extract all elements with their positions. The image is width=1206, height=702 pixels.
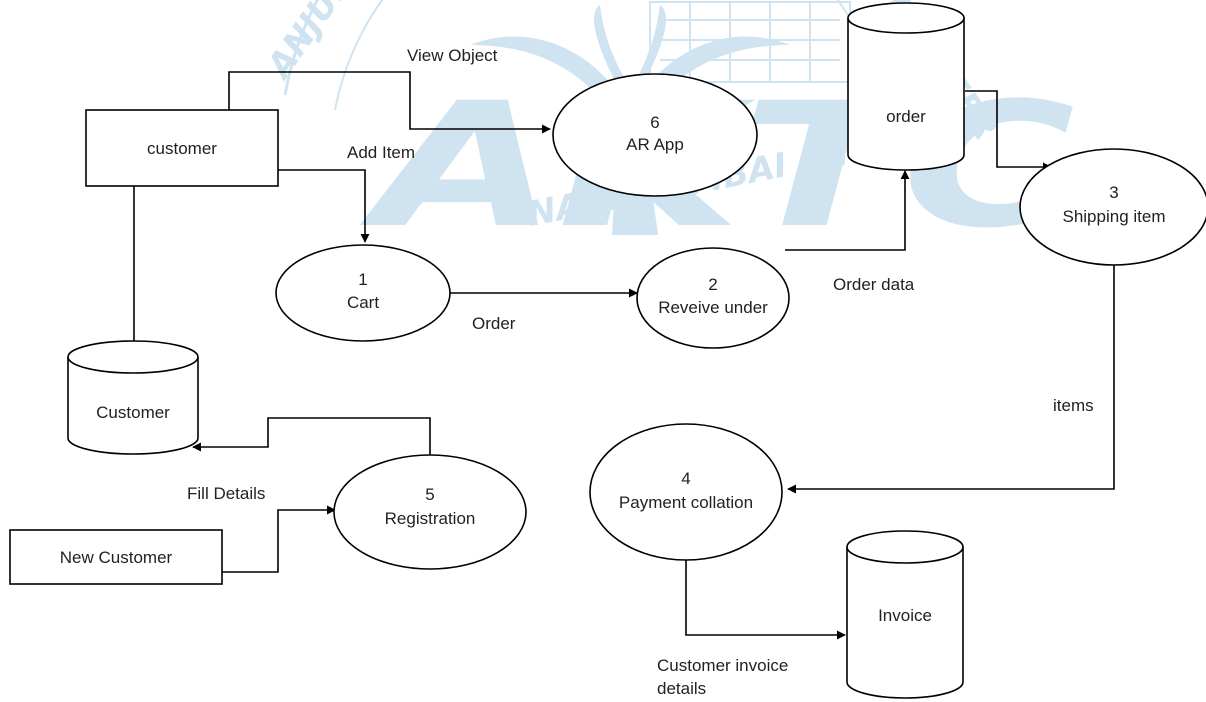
process-cart-label: Cart	[347, 293, 379, 312]
store-customer-top	[68, 341, 198, 373]
store-order-label: order	[886, 107, 926, 126]
process-registration: 5 Registration	[334, 455, 526, 569]
process-shipping-label: Shipping item	[1062, 207, 1165, 226]
flow-items-label: items	[1053, 396, 1094, 415]
store-customer-label: Customer	[96, 403, 170, 422]
flow-items-arrow	[788, 265, 1114, 489]
flow-invoice-details-label-line1: Customer invoice	[657, 656, 788, 675]
process-cart: 1 Cart	[276, 245, 450, 341]
process-payment-shape	[590, 424, 782, 560]
flow-add-item-arrow	[278, 170, 365, 242]
process-ar-app-number: 6	[650, 113, 659, 132]
process-payment-number: 4	[681, 469, 690, 488]
process-shipping-number: 3	[1109, 183, 1118, 202]
store-order-body	[848, 18, 964, 170]
process-payment: 4 Payment collation	[590, 424, 782, 560]
store-invoice-label: Invoice	[878, 606, 932, 625]
process-registration-label: Registration	[385, 509, 476, 528]
process-ar-app-label: AR App	[626, 135, 684, 154]
store-invoice-top	[847, 531, 963, 563]
flow-order-label: Order	[472, 314, 516, 333]
store-invoice: Invoice	[847, 531, 963, 698]
process-receive-order-label: Reveive under	[658, 298, 768, 317]
store-customer: Customer	[68, 341, 198, 454]
entity-new-customer: New Customer	[10, 530, 222, 584]
store-order-top	[848, 3, 964, 33]
flow-fill-details-label: Fill Details	[187, 484, 265, 503]
store-order: order	[848, 3, 964, 170]
process-ar-app: 6 AR App	[553, 74, 757, 196]
process-receive-order-number: 2	[708, 275, 717, 294]
process-cart-number: 1	[358, 270, 367, 289]
flow-registration-to-store-arrow	[193, 418, 430, 455]
entity-new-customer-label: New Customer	[60, 548, 173, 567]
process-payment-label: Payment collation	[619, 493, 753, 512]
entity-customer-label: customer	[147, 139, 217, 158]
flow-add-item-label: Add Item	[347, 143, 415, 162]
flow-view-object-label: View Object	[407, 46, 498, 65]
process-receive-order: 2 Reveive under	[637, 248, 789, 348]
process-registration-number: 5	[425, 485, 434, 504]
flow-fill-details-arrow	[222, 510, 335, 572]
flow-invoice-arrow	[686, 560, 845, 635]
flow-order-data-label: Order data	[833, 275, 915, 294]
process-shipping: 3 Shipping item	[1020, 149, 1206, 265]
entity-customer: customer	[86, 110, 278, 186]
flow-invoice-details-label-line2: details	[657, 679, 706, 698]
